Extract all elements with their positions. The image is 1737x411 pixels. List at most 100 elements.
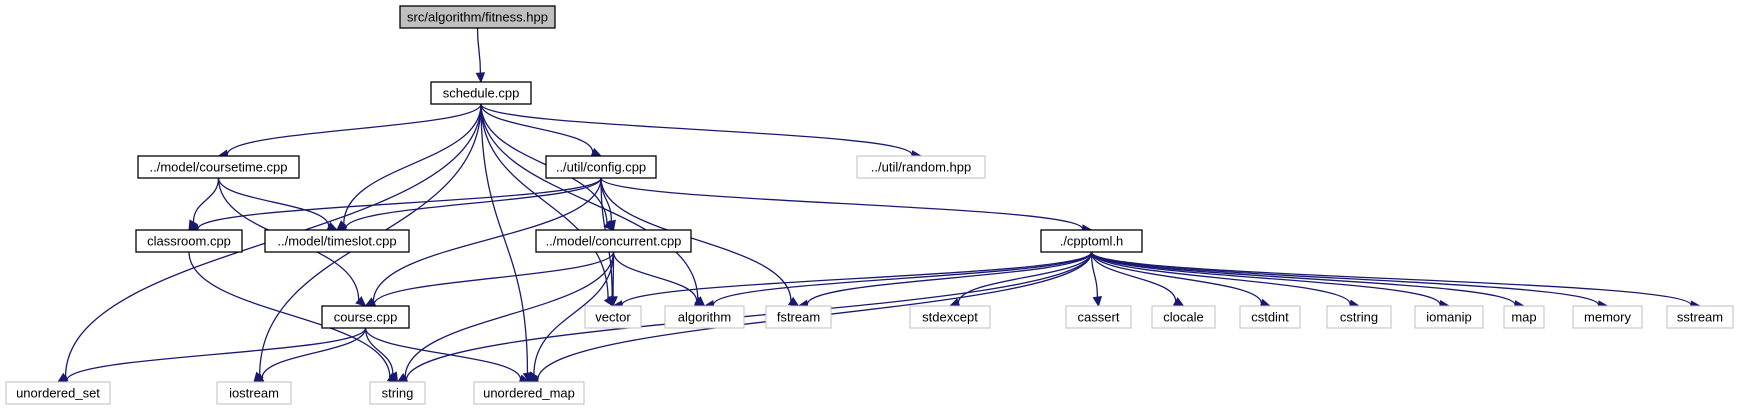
edge-cpptoml-to-stdexcept [948,251,1093,308]
node-label: stdexcept [922,310,978,325]
node-label: ../model/timeslot.cpp [277,234,396,249]
node-unordered_set: unordered_set [5,381,111,405]
node-box [5,381,111,405]
node-classroom[interactable]: classroom.cpp [135,229,243,253]
edge-course-to-unordered_set [56,327,367,386]
node-label: ../util/random.hpp [871,160,971,175]
node-iostream: iostream [216,381,292,405]
node-box [1239,305,1301,329]
edge-concurrent-to-course [364,251,615,309]
node-stdexcept: stdexcept [909,305,991,329]
edges-layer [56,27,1702,386]
node-box [264,229,410,253]
edge-schedule-to-random [480,103,923,160]
node-label: course.cpp [334,310,398,325]
node-vector: vector [584,305,642,329]
node-map: map [1503,305,1545,329]
node-label: schedule.cpp [443,86,520,101]
edge-cpptoml-to-cstdint [1090,251,1272,308]
arrowhead [1172,297,1185,307]
edge-course-to-string [364,327,399,384]
node-fitness[interactable]: src/algorithm/fitness.hpp [399,5,556,29]
nodes-layer: src/algorithm/fitness.hpp schedule.cpp ../… [5,5,1734,405]
arrowhead [355,296,367,307]
node-label: src/algorithm/fitness.hpp [407,10,548,25]
node-algorithm: algorithm [664,305,745,329]
arrowhead [608,296,618,308]
node-box [535,229,692,253]
node-label: unordered_map [483,386,575,401]
edge-cpptoml-to-sstream [1090,251,1702,310]
node-box [765,305,832,329]
arrowhead [1092,295,1103,308]
node-schedule[interactable]: schedule.cpp [430,81,532,105]
node-iomanip: iomanip [1414,305,1484,329]
node-coursetime[interactable]: ../model/coursetime.cpp [137,155,300,179]
node-box [321,305,410,329]
node-label: ../model/concurrent.cpp [546,234,682,249]
node-box [1326,305,1392,329]
arrowhead [388,371,399,384]
edge-fitness-to-schedule [475,27,486,84]
node-label: cstdint [1251,310,1289,325]
arrowhead [787,296,800,307]
arrowhead [693,297,706,307]
node-cassert: cassert [1065,305,1132,329]
node-box [1414,305,1484,329]
node-box [1503,305,1545,329]
node-label: ../util/config.cpp [556,160,646,175]
node-unordered_map: unordered_map [473,381,585,405]
node-label: cassert [1078,310,1120,325]
node-sstream: sstream [1666,305,1734,329]
edge-cpptoml-to-clocale [1090,251,1185,307]
node-label: unordered_set [16,386,100,401]
node-label: classroom.cpp [147,234,231,249]
node-string: string [369,381,426,405]
node-label: vector [595,310,631,325]
node-cpptoml[interactable]: ./cpptoml.h [1040,229,1143,253]
node-clocale: clocale [1151,305,1216,329]
node-label: map [1511,310,1536,325]
node-label: memory [1584,310,1631,325]
node-box [1040,229,1143,253]
node-box [430,81,532,105]
edge-cpptoml-to-memory [1090,251,1609,310]
node-box [1572,305,1643,329]
node-label: iomanip [1426,310,1472,325]
node-box [369,381,426,405]
node-config[interactable]: ../util/config.cpp [545,155,657,179]
node-concurrent[interactable]: ../model/concurrent.cpp [535,229,692,253]
node-label: algorithm [678,310,731,325]
node-random: ../util/random.hpp [856,155,986,179]
node-memory: memory [1572,305,1643,329]
node-label: fstream [777,310,820,325]
node-box [137,155,300,179]
node-fstream: fstream [765,305,832,329]
node-box [473,381,585,405]
edge-cpptoml-to-cassert [1090,251,1103,308]
node-box [909,305,991,329]
node-timeslot[interactable]: ../model/timeslot.cpp [264,229,410,253]
node-label: ../model/coursetime.cpp [149,160,287,175]
edge-config-to-fstream [600,177,800,307]
node-box [1151,305,1216,329]
node-box [135,229,243,253]
node-label: cstring [1340,310,1378,325]
edge-concurrent-to-string [396,251,615,383]
edge-schedule-to-vector [480,103,614,308]
node-label: string [382,386,414,401]
arrowhead [606,219,616,232]
arrowhead [475,72,486,84]
node-label: sstream [1677,310,1723,325]
edge-config-to-cpptoml [600,177,1093,234]
edge-config-to-concurrent [600,177,616,232]
node-box [1065,305,1132,329]
node-box [545,155,657,179]
edge-cpptoml-to-map [1090,251,1526,310]
node-cstdint: cstdint [1239,305,1301,329]
node-course[interactable]: course.cpp [321,305,410,329]
node-label: clocale [1163,310,1203,325]
edge-coursetime-to-classroom [188,177,220,232]
node-box [664,305,745,329]
